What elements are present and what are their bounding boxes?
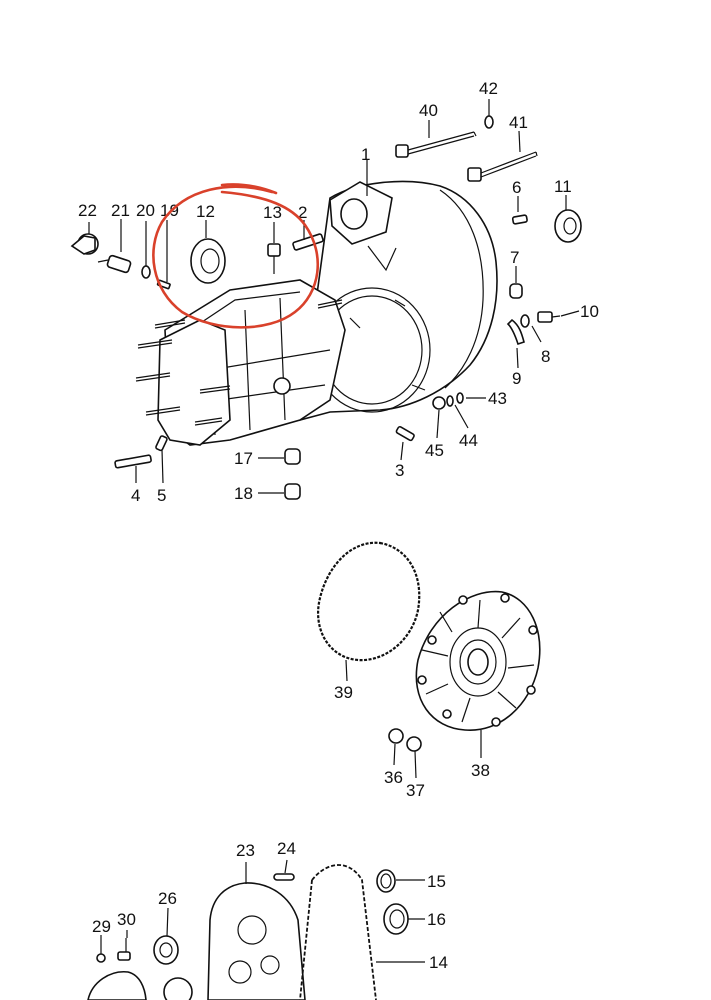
label-29: 29	[92, 917, 111, 936]
label-20: 20	[136, 201, 155, 220]
switch-21	[97, 254, 132, 274]
label-42: 42	[479, 79, 498, 98]
bushing-7	[509, 283, 523, 299]
gasket-14	[299, 864, 377, 1000]
label-16: 16	[427, 910, 446, 929]
breather-13	[267, 243, 281, 274]
sensor-10	[537, 311, 561, 323]
red-annotation-circle	[152, 185, 319, 329]
label-39: 39	[334, 683, 353, 702]
label-8: 8	[541, 347, 550, 366]
cover-38	[415, 590, 541, 731]
label-26: 26	[158, 889, 177, 908]
stud-3	[395, 425, 415, 442]
nut-37	[406, 736, 422, 752]
label-15: 15	[427, 872, 446, 891]
label-38: 38	[471, 761, 490, 780]
label-37: 37	[406, 781, 425, 800]
seal-16	[383, 903, 409, 935]
label-30: 30	[117, 910, 136, 929]
seal-12	[190, 238, 226, 284]
washer-29	[96, 953, 106, 963]
label-14: 14	[429, 953, 448, 972]
ring-15	[376, 869, 396, 893]
washer-43	[456, 392, 464, 404]
transmission-housing	[135, 180, 498, 446]
bolt-41	[467, 151, 538, 182]
red-annotation-tail	[220, 183, 278, 195]
label-11: 11	[554, 177, 572, 196]
bearing-26	[153, 935, 193, 1000]
washer-42	[484, 115, 494, 129]
label-10: 10	[580, 302, 599, 321]
label-6: 6	[512, 178, 521, 197]
pin-24	[273, 873, 295, 881]
label-9: 9	[512, 369, 521, 388]
label-12: 12	[196, 202, 215, 221]
label-17: 17	[234, 449, 253, 468]
cap-22	[70, 233, 99, 255]
label-23: 23	[236, 841, 255, 860]
label-3: 3	[395, 461, 404, 480]
plate-23	[207, 882, 306, 1000]
label-13: 13	[263, 203, 282, 222]
label-36: 36	[384, 768, 403, 787]
label-21: 21	[111, 201, 130, 220]
label-44: 44	[459, 431, 478, 450]
stud-6	[511, 214, 528, 225]
stud-5	[155, 435, 168, 452]
nut-36	[388, 728, 404, 744]
label-41: 41	[509, 113, 528, 132]
leader-lines	[88, 99, 580, 963]
label-18: 18	[234, 484, 253, 503]
plug-18	[284, 483, 301, 500]
bearing-11	[554, 209, 582, 243]
clip-9	[506, 318, 525, 346]
label-7: 7	[510, 248, 519, 267]
bolt-40	[395, 131, 477, 158]
label-4: 4	[131, 486, 140, 505]
gasket-39	[317, 541, 421, 662]
label-22: 22	[78, 201, 97, 220]
stud-4	[114, 454, 152, 469]
label-19: 19	[160, 201, 179, 220]
washer-44	[446, 395, 454, 407]
nut-45	[432, 396, 446, 410]
washer-20	[141, 265, 151, 279]
label-45: 45	[425, 441, 444, 460]
bolt-30	[117, 938, 131, 961]
label-5: 5	[157, 486, 166, 505]
plug-17	[284, 448, 301, 465]
label-43: 43	[488, 389, 507, 408]
label-40: 40	[419, 101, 438, 120]
flange-bottom-left	[87, 971, 147, 1000]
label-1: 1	[361, 145, 370, 164]
part-labels: 1 2 3 4 5 6 7 8 9 10 11 12 13 14 15 16 1…	[78, 79, 599, 972]
label-2: 2	[298, 203, 307, 222]
washer-8	[520, 314, 530, 328]
label-24: 24	[277, 839, 296, 858]
